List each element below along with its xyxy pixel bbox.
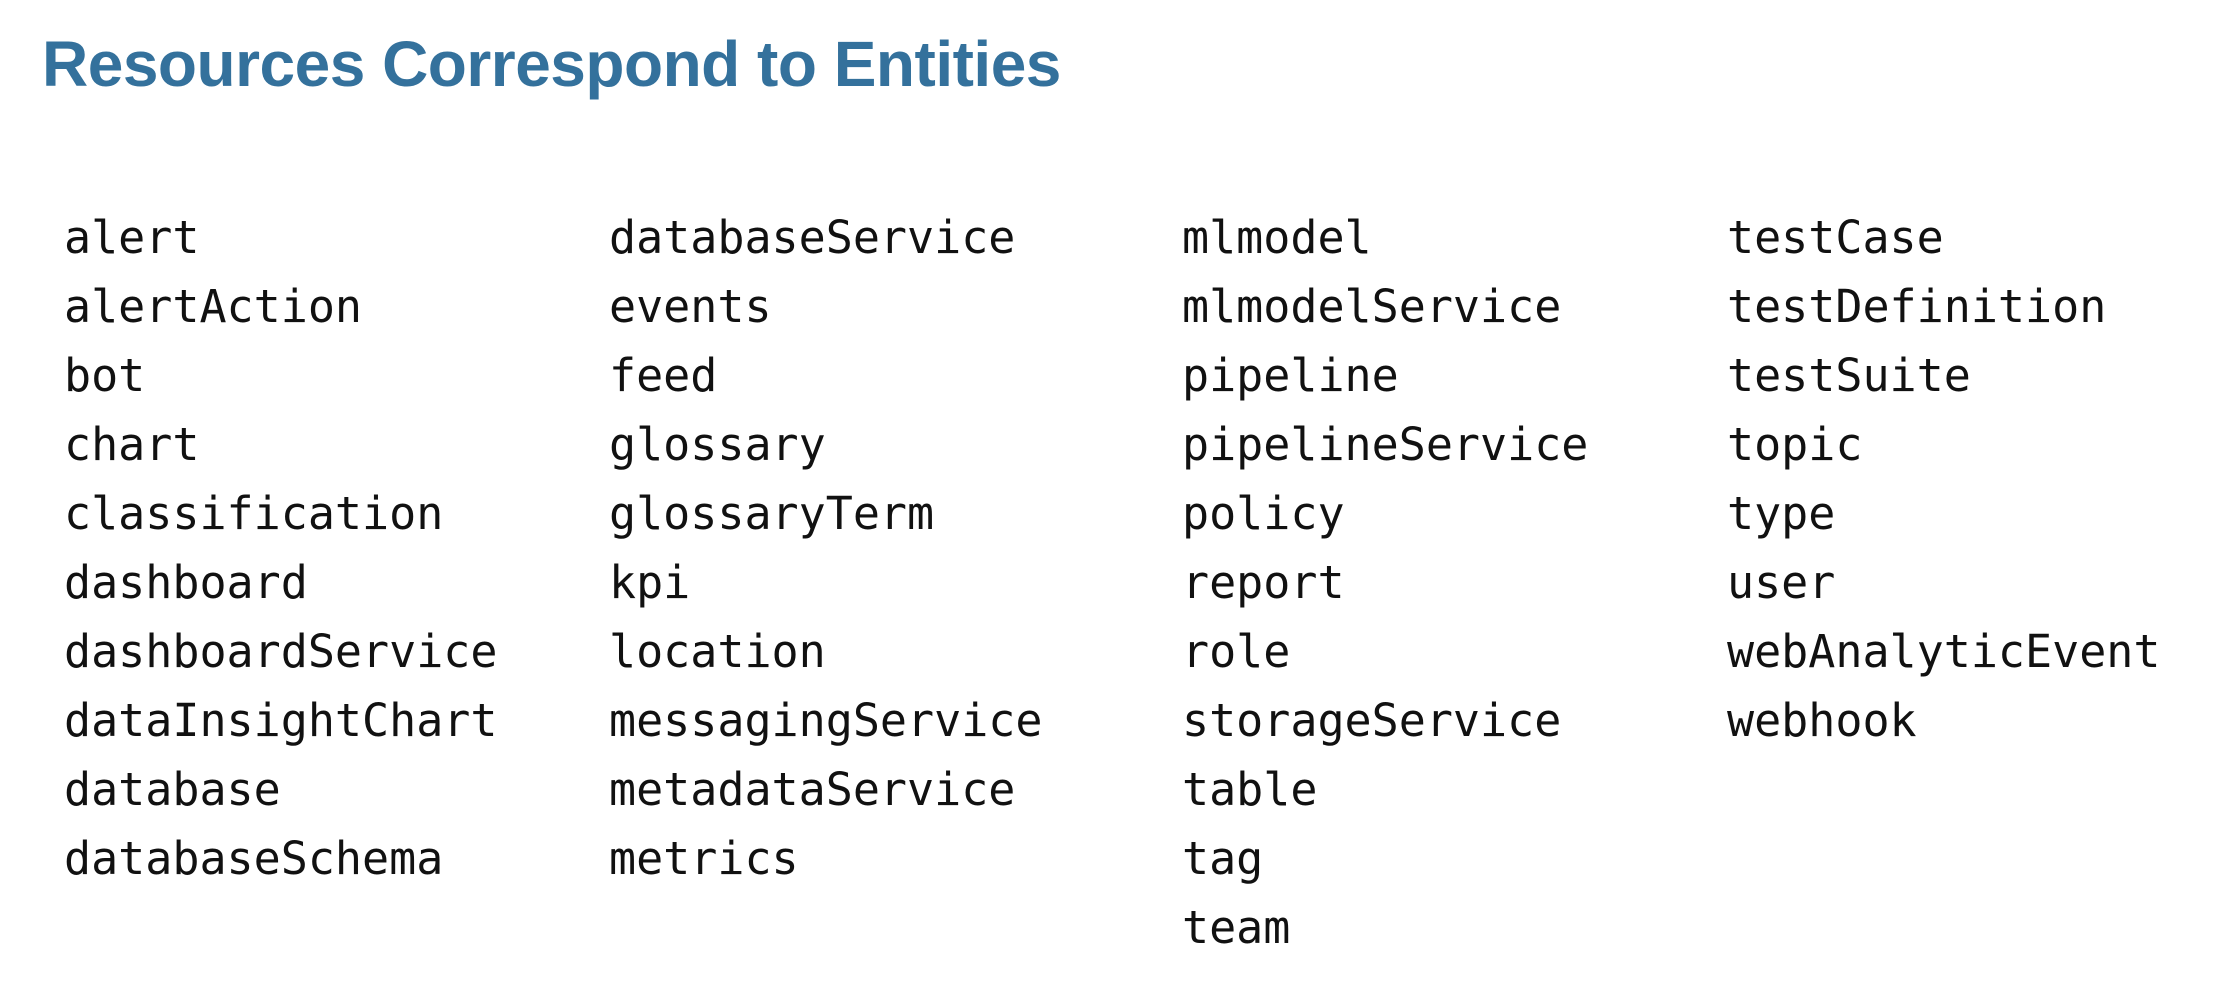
entity-name: kpi	[609, 555, 691, 609]
entity-name: table	[1182, 762, 1318, 816]
entity-name: alert	[64, 210, 200, 264]
entity-name: metadataService	[609, 762, 1016, 816]
entity-name: chart	[64, 417, 200, 471]
entity-name: role	[1182, 624, 1291, 678]
entity-name: dashboardService	[64, 624, 498, 678]
entity-name: databaseSchema	[64, 831, 444, 885]
entity-name: dataInsightChart	[64, 693, 498, 747]
entity-name: pipeline	[1182, 348, 1399, 402]
entity-name: classification	[64, 486, 444, 540]
entity-column-4: testCase testDefinition testSuite topic type…	[1727, 203, 2214, 755]
entity-name: webhook	[1727, 693, 1917, 747]
entity-column-1: alert alertAction bot chart classification da…	[64, 203, 609, 893]
entity-name: feed	[609, 348, 718, 402]
entity-name: bot	[64, 348, 146, 402]
entity-column-3: mlmodel mlmodelService pipeline pipelineSer…	[1182, 203, 1727, 962]
entity-name: alertAction	[64, 279, 363, 333]
entity-column-2: databaseService events feed glossary glossar…	[609, 203, 1182, 893]
entity-name: testDefinition	[1727, 279, 2107, 333]
page-title: Resources Correspond to Entities	[42, 28, 1061, 100]
entity-name: topic	[1727, 417, 1863, 471]
entity-name: storageService	[1182, 693, 1562, 747]
entity-name: mlmodel	[1182, 210, 1372, 264]
entity-name: tag	[1182, 831, 1264, 885]
entity-name: testSuite	[1727, 348, 1971, 402]
entity-name: glossary	[609, 417, 826, 471]
entity-name: databaseService	[609, 210, 1016, 264]
entity-name: user	[1727, 555, 1836, 609]
entity-name: webAnalyticEvent	[1727, 624, 2161, 678]
entity-list: alert alertAction bot chart classification da…	[0, 203, 2214, 962]
entity-name: events	[609, 279, 772, 333]
entity-name: policy	[1182, 486, 1345, 540]
entity-name: team	[1182, 900, 1291, 954]
entity-name: location	[609, 624, 826, 678]
entity-name: glossaryTerm	[609, 486, 935, 540]
entity-name: testCase	[1727, 210, 1944, 264]
entity-name: pipelineService	[1182, 417, 1589, 471]
entity-name: mlmodelService	[1182, 279, 1562, 333]
entity-name: database	[64, 762, 281, 816]
entity-name: report	[1182, 555, 1345, 609]
entity-name: metrics	[609, 831, 799, 885]
entity-name: type	[1727, 486, 1836, 540]
entity-name: dashboard	[64, 555, 308, 609]
entity-name: messagingService	[609, 693, 1043, 747]
